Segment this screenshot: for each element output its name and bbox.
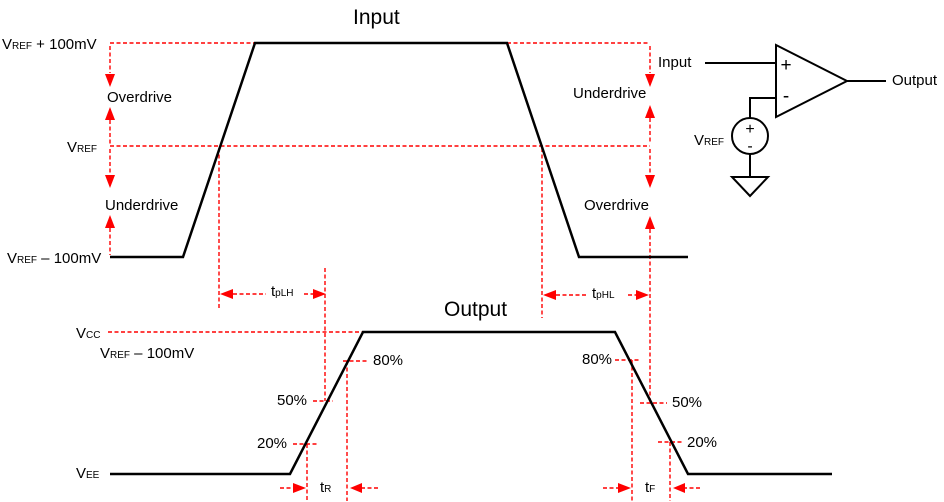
ground-icon [729,176,771,198]
schematic-output-label: Output [892,72,938,89]
rise-50pct-label: 50% [277,392,308,409]
arrowhead-up [645,216,655,229]
underdrive-left-label: Underdrive [105,197,179,214]
fall-80pct-label: 80% [582,351,613,368]
source-minus-sign: - [747,138,752,155]
vref-minus-100mv-output-label: VREF – 100mV [100,345,195,362]
arrowhead-left [543,290,556,300]
fall-50pct-label: 50% [672,394,703,411]
schematic-vref-label: VREF [694,132,725,149]
input-title: Input [353,6,400,29]
arrowhead-right [313,289,326,299]
arrowhead-right [293,483,306,493]
vcc-label: VCC [76,325,101,342]
underdrive-right-label: Underdrive [573,85,647,102]
vref-plus-100mv-label: VREF + 100mV [2,36,97,53]
output-waveform [110,330,832,476]
input-waveform [110,41,688,259]
arrowhead-right [636,290,649,300]
tr-label: tR [320,479,332,496]
source-plus-sign: + [745,121,754,138]
opamp-triangle [775,43,850,119]
inverting-minus-sign: - [783,86,789,107]
tf-label: tF [645,479,656,496]
rise-20pct-label: 20% [257,435,288,452]
arrowhead-down [645,74,655,87]
arrowhead-left [350,483,362,493]
fall-20pct-label: 20% [687,434,718,451]
output-title: Output [444,298,508,321]
arrowhead-up [645,105,655,118]
arrowhead-up [105,107,115,120]
overdrive-right-label: Overdrive [584,197,650,214]
arrowhead-left [673,483,685,493]
schematic-signs: + - + - [745,55,791,155]
arrowhead-right [618,483,631,493]
vref-label: VREF [67,139,98,156]
waveforms [110,41,832,476]
arrowhead-left [220,289,233,299]
red-arrowheads [105,74,685,493]
tphl-label: tpHL [592,285,615,302]
red-dashed-lines [108,42,700,501]
schematic-input-label: Input [658,54,692,71]
overdrive-left-label: Overdrive [107,89,173,106]
arrowhead-up [105,215,115,228]
comparator-schematic [705,43,886,198]
vee-label: VEE [76,465,100,482]
tplh-label: tpLH [271,283,294,300]
noninverting-plus-sign: + [780,55,791,76]
arrowhead-down [105,74,115,87]
arrowhead-down [645,175,655,188]
inverting-input-wire [749,97,776,118]
arrowhead-down [105,175,115,188]
rise-80pct-label: 80% [373,352,404,369]
vref-minus-100mv-label: VREF – 100mV [7,250,102,267]
